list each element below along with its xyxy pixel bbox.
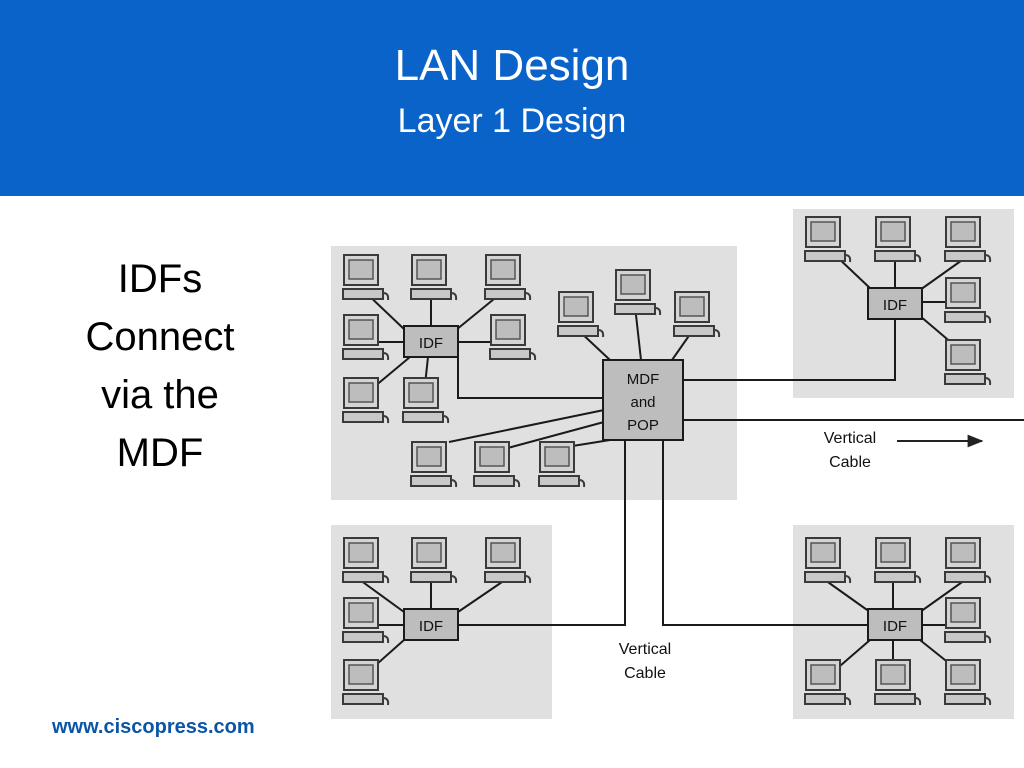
vertical-cable-label-bottom: Vertical [619,641,671,658]
side-caption: IDFs Connect via the MDF [60,250,260,482]
vertical-cable-label-bottom: Cable [624,665,666,682]
vertical-cable-label-right: Vertical [824,430,876,447]
idf-label: IDF [419,335,443,352]
idf-box-top-right: IDF [867,287,923,320]
slide-title: LAN Design [394,41,630,90]
side-caption-line: Connect [85,315,235,359]
mdf-label-line: and [630,394,655,411]
idf-box-main: IDF [403,325,459,358]
idf-label: IDF [883,618,907,635]
mdf-label-line: POP [627,417,659,434]
slide-subtitle: Layer 1 Design [397,102,627,140]
idf-label: IDF [883,297,907,314]
idf-box-bottom-left: IDF [403,608,459,641]
side-caption-line: IDFs [117,257,203,301]
footer-url: www.ciscopress.com [52,716,255,738]
vertical-cable-label-right: Cable [829,454,871,471]
slide-header: LAN Design Layer 1 Design [0,0,1024,196]
mdf-box: MDF and POP [602,359,684,441]
idf-box-bottom-right: IDF [867,608,923,641]
mdf-label-line: MDF [627,371,660,388]
side-caption-line: via the [101,373,219,417]
idf-label: IDF [419,618,443,635]
side-caption-line: MDF [116,431,204,475]
